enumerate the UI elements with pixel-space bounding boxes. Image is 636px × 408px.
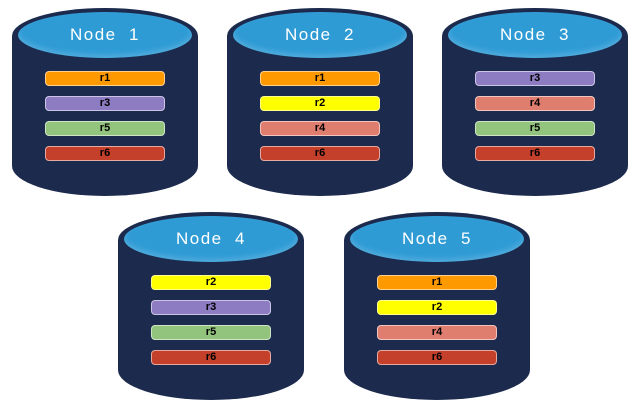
replica-bar-r5: r5 xyxy=(475,121,595,136)
cylinder-top: Node 5 xyxy=(348,214,526,264)
replica-bar-r6: r6 xyxy=(151,350,271,365)
replica-bar-r5: r5 xyxy=(151,325,271,340)
replica-list: r1 r2 r4 r6 xyxy=(260,71,380,161)
replica-list: r3 r4 r5 r6 xyxy=(475,71,595,161)
replica-bar-r6: r6 xyxy=(475,146,595,161)
node-title: Node 2 xyxy=(284,25,356,44)
replica-bar-r4: r4 xyxy=(475,96,595,111)
db-node-5: Node 5 r1 r2 r4 r6 xyxy=(344,212,530,400)
replica-bar-r3: r3 xyxy=(475,71,595,86)
replica-bar-r1: r1 xyxy=(45,71,165,86)
replica-bar-r2: r2 xyxy=(377,300,497,315)
replica-bar-r6: r6 xyxy=(45,146,165,161)
replica-bar-r2: r2 xyxy=(151,275,271,290)
replica-bar-r5: r5 xyxy=(45,121,165,136)
replica-bar-r3: r3 xyxy=(151,300,271,315)
replica-bar-r1: r1 xyxy=(377,275,497,290)
replica-bar-r6: r6 xyxy=(260,146,380,161)
db-node-2: Node 2 r1 r2 r4 r6 xyxy=(227,8,413,196)
node-title: Node 4 xyxy=(175,229,247,248)
replica-list: r1 r2 r4 r6 xyxy=(377,275,497,365)
replica-bar-r6: r6 xyxy=(377,350,497,365)
replica-bar-r3: r3 xyxy=(45,96,165,111)
cylinder-top: Node 2 xyxy=(231,10,409,60)
replica-list: r2 r3 r5 r6 xyxy=(151,275,271,365)
node-title: Node 1 xyxy=(69,25,141,44)
node-title: Node 5 xyxy=(401,229,473,248)
db-node-1: Node 1 r1 r3 r5 r6 xyxy=(12,8,198,196)
db-node-4: Node 4 r2 r3 r5 r6 xyxy=(118,212,304,400)
cylinder-top: Node 3 xyxy=(446,10,624,60)
replica-bar-r2: r2 xyxy=(260,96,380,111)
node-title: Node 3 xyxy=(499,25,571,44)
replica-bar-r4: r4 xyxy=(260,121,380,136)
cylinder-top: Node 1 xyxy=(16,10,194,60)
replica-bar-r1: r1 xyxy=(260,71,380,86)
replica-list: r1 r3 r5 r6 xyxy=(45,71,165,161)
db-node-3: Node 3 r3 r4 r5 r6 xyxy=(442,8,628,196)
replica-bar-r4: r4 xyxy=(377,325,497,340)
cylinder-top: Node 4 xyxy=(122,214,300,264)
